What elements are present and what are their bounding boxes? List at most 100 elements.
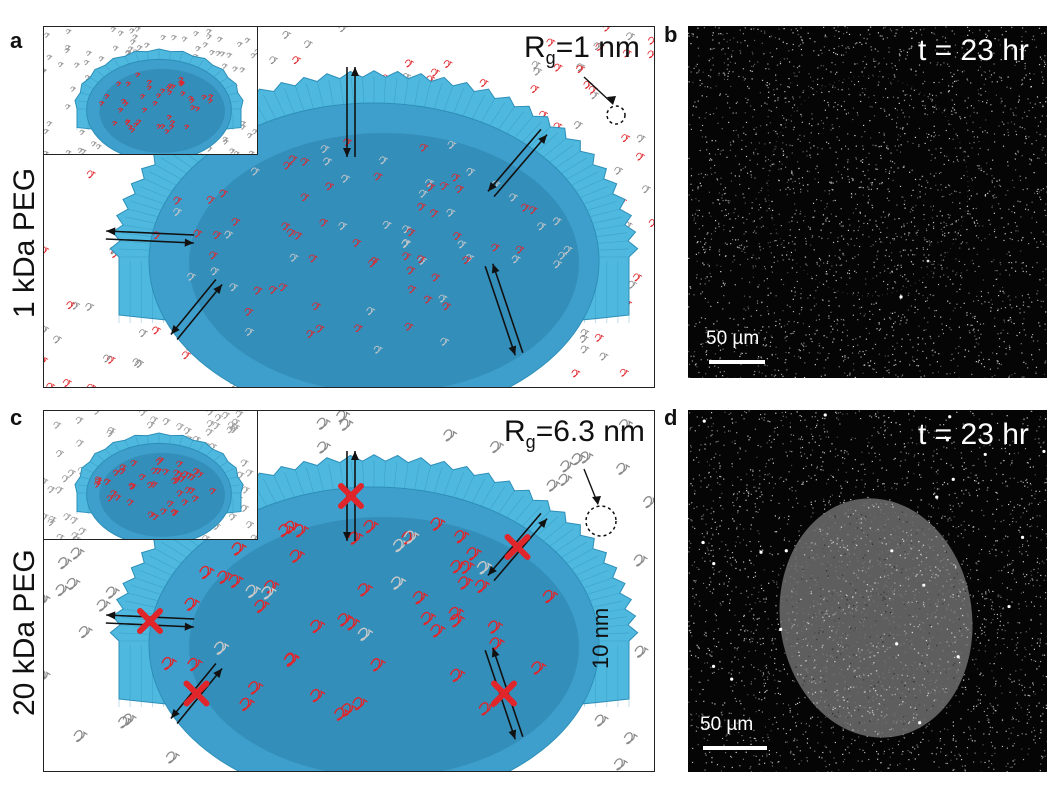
noise-pixel: [745, 134, 747, 136]
noise-pixel: [781, 163, 783, 165]
noise-pixel: [1007, 223, 1009, 225]
lipid-ridge: [179, 53, 183, 63]
noise-pixel: [928, 432, 930, 434]
noise-pixel: [847, 357, 849, 359]
noise-pixel: [708, 366, 710, 368]
noise-pixel: [906, 222, 908, 224]
noise-pixel: [722, 282, 725, 284]
noise-pixel: [851, 738, 853, 740]
noise-pixel: [742, 193, 744, 195]
noise-pixel: [993, 177, 995, 179]
noise-pixel: [887, 443, 889, 446]
noise-pixel: [1005, 480, 1007, 482]
noise-pixel: [880, 762, 882, 764]
noise-pixel: [837, 88, 840, 91]
noise-pixel: [834, 101, 836, 104]
noise-pixel: [842, 61, 844, 64]
noise-pixel: [721, 128, 723, 130]
noise-pixel: [770, 110, 773, 112]
noise-pixel: [1020, 216, 1022, 218]
noise-pixel: [814, 210, 816, 212]
noise-pixel: [852, 179, 854, 182]
noise-pixel: [874, 48, 876, 50]
peg-coil-inside: [417, 202, 427, 211]
noise-pixel: [922, 104, 924, 107]
noise-pixel: [944, 108, 946, 110]
noise-pixel: [828, 220, 830, 222]
noise-pixel: [714, 613, 716, 615]
noise-pixel: [777, 99, 779, 101]
peg-coil: [199, 153, 203, 154]
noise-pixel: [853, 244, 856, 247]
noise-pixel: [933, 263, 935, 265]
noise-pixel: [872, 229, 874, 231]
noise-pixel: [771, 271, 773, 273]
peg-coil: [44, 246, 50, 254]
noise-pixel: [996, 653, 998, 655]
lipid-ridge: [555, 534, 581, 552]
noise-pixel: [767, 132, 770, 134]
noise-pixel: [965, 489, 967, 491]
noise-pixel: [761, 494, 763, 496]
noise-pixel: [926, 241, 928, 243]
noise-pixel: [1019, 312, 1021, 314]
noise-pixel: [1028, 711, 1030, 713]
lipid-ridge: [328, 79, 335, 108]
noise-pixel: [750, 105, 752, 107]
noise-pixel: [732, 140, 734, 142]
noise-pixel: [815, 168, 817, 170]
noise-pixel: [991, 754, 993, 757]
noise-pixel: [948, 65, 950, 67]
noise-pixel: [880, 216, 882, 218]
noise-pixel: [1025, 550, 1027, 553]
noise-pixel: [879, 183, 881, 185]
noise-pixel: [790, 29, 792, 31]
noise-pixel: [714, 26, 716, 28]
noise-pixel: [734, 155, 737, 157]
noise-pixel: [984, 90, 987, 93]
peg-coil: [162, 418, 171, 426]
peg-coil: [623, 732, 638, 745]
blocked-x-icon: [183, 680, 210, 707]
noise-pixel: [979, 29, 981, 31]
noise-pixel: [870, 188, 873, 190]
peg-coil-inside: [420, 611, 437, 626]
noise-pixel: [748, 439, 750, 441]
noise-pixel: [810, 477, 812, 479]
noise-pixel: [794, 243, 796, 245]
noise-pixel: [829, 750, 831, 752]
noise-pixel: [810, 433, 813, 435]
peg-coil-inside: [306, 330, 316, 338]
noise-pixel: [779, 63, 782, 65]
noise-pixel: [1031, 38, 1034, 41]
noise-pixel: [975, 489, 978, 491]
noise-pixel: [953, 33, 956, 35]
noise-pixel: [1040, 189, 1042, 191]
noise-pixel: [970, 82, 972, 84]
noise-pixel: [1031, 578, 1033, 580]
noise-pixel: [928, 515, 930, 517]
noise-pixel: [889, 272, 891, 274]
noise-pixel: [807, 32, 809, 34]
noise-pixel: [718, 345, 720, 347]
noise-pixel: [721, 197, 723, 199]
noise-pixel: [704, 243, 706, 245]
noise-pixel: [760, 189, 762, 192]
noise-pixel: [984, 78, 987, 80]
noise-pixel: [757, 356, 760, 358]
noise-pixel: [710, 512, 712, 514]
noise-pixel: [727, 78, 729, 81]
noise-pixel: [1024, 142, 1026, 144]
noise-pixel: [917, 506, 919, 508]
noise-pixel: [840, 485, 842, 487]
noise-pixel: [855, 271, 857, 274]
noise-pixel: [1038, 349, 1041, 351]
noise-pixel: [761, 357, 763, 359]
schematic-panel-a: Rg=1 nm: [43, 26, 655, 388]
noise-pixel: [710, 549, 712, 552]
noise-pixel: [1003, 123, 1005, 125]
peg-coil: [206, 420, 215, 428]
peg-coil: [269, 56, 279, 65]
noise-pixel: [1026, 605, 1028, 607]
noise-pixel: [858, 186, 860, 189]
